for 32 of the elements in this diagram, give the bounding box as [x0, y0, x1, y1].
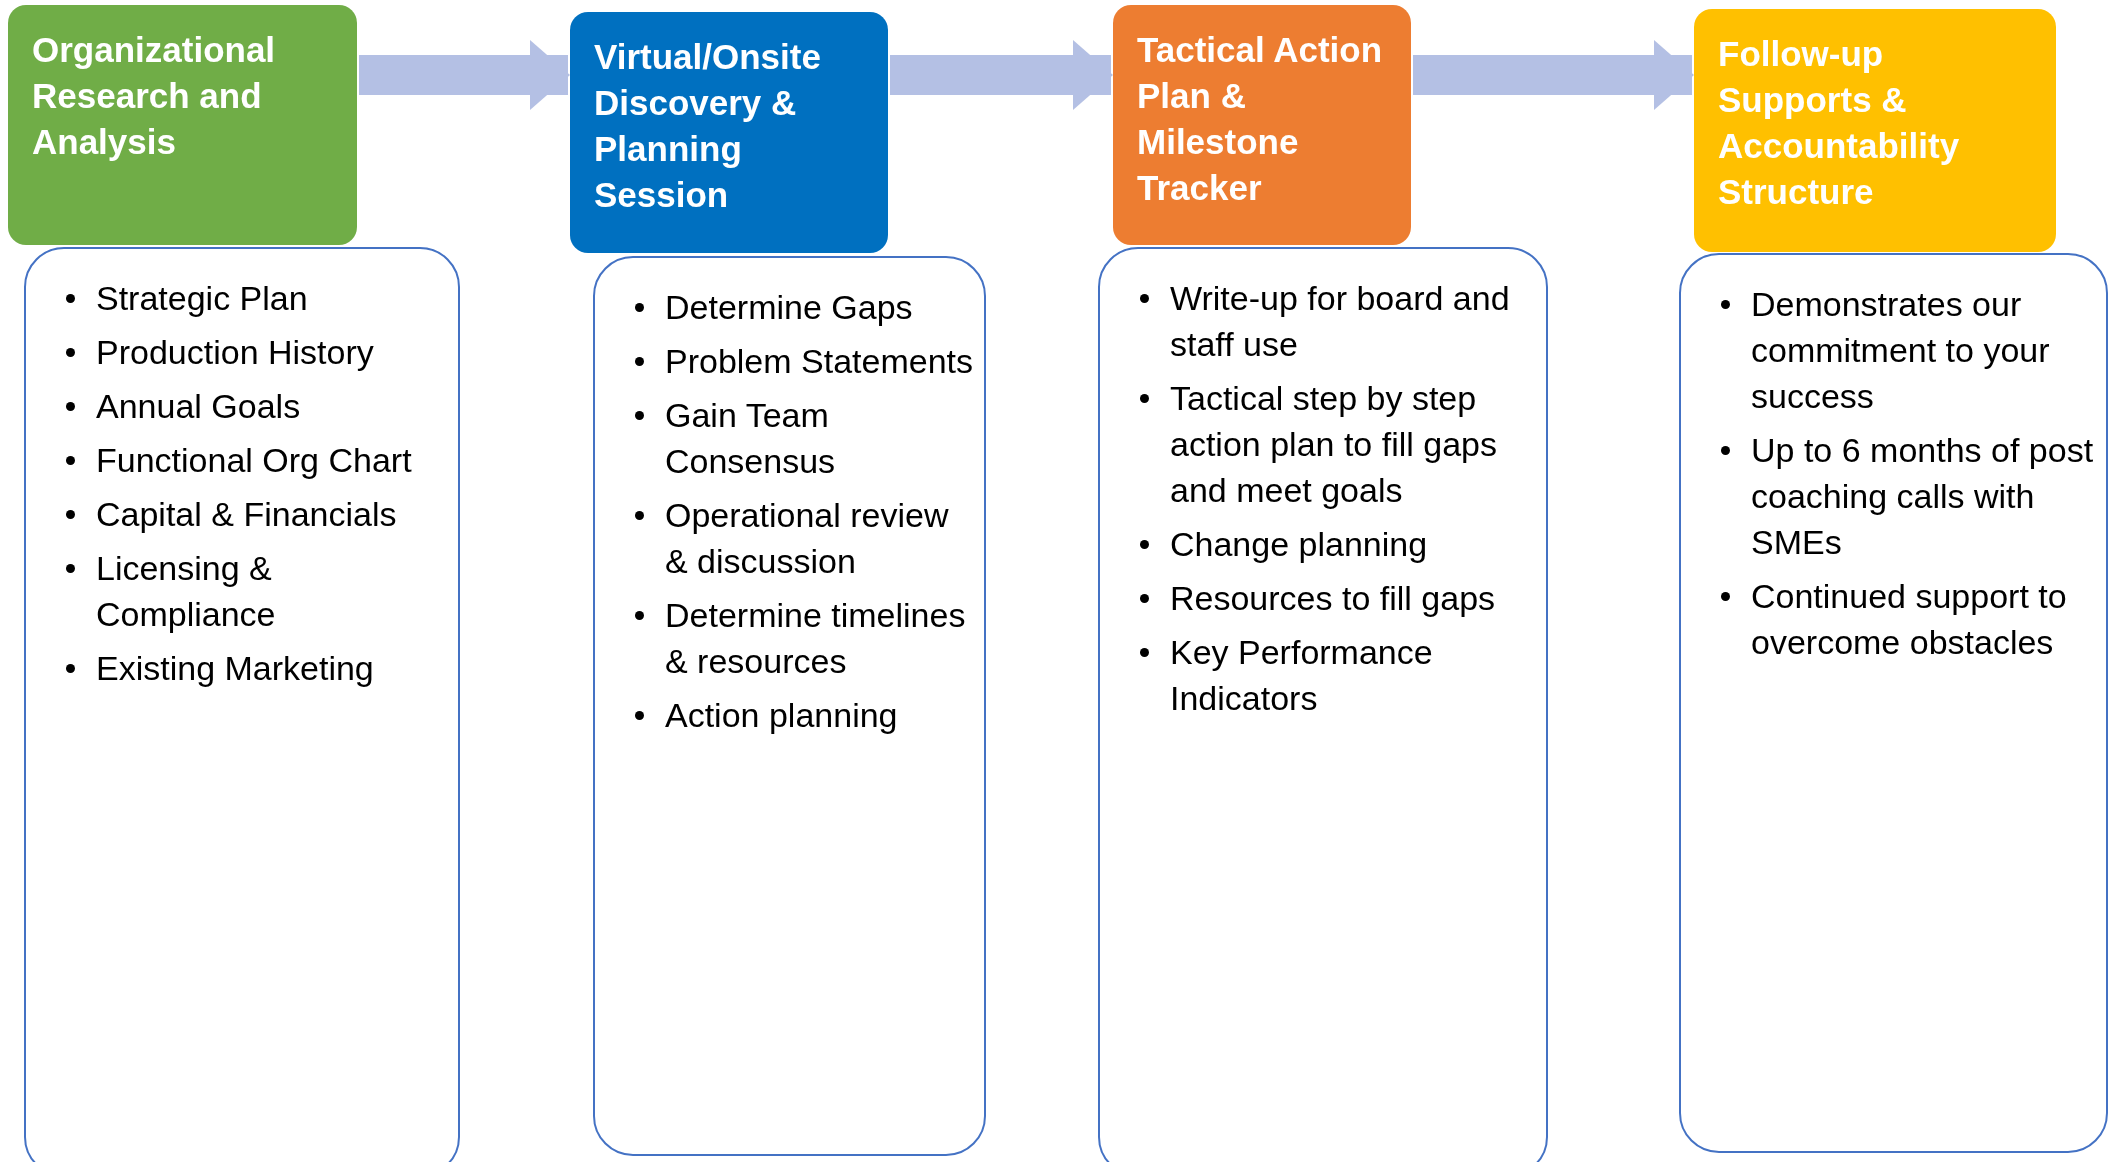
- bullet-item: Change planning: [1170, 525, 1428, 563]
- bullet-item: Production History: [96, 333, 374, 371]
- list-box: [24, 247, 460, 1162]
- list-box: [1679, 253, 2108, 1153]
- block-arrow: [890, 40, 1113, 110]
- bullet-item: Write-up for board and staff use: [1170, 279, 1510, 363]
- bullet-item: Gain Team Consensus: [665, 396, 836, 480]
- bullet-item: Determine timelines & resources: [665, 596, 966, 680]
- step-header: Follow-up Supports & Accountability Structure: [1694, 9, 2056, 252]
- list-box: [1098, 247, 1548, 1162]
- bullet-item: Existing Marketing: [96, 649, 374, 687]
- step-header: Tactical Action Plan & Milestone Tracker: [1113, 5, 1411, 245]
- bullet-item: Demonstrates our commitment to your success: [1751, 285, 2050, 415]
- bullet-item: Tactical step by step action plan to fill gaps and meet goals: [1170, 379, 1497, 509]
- bullet-item: Problem Statements: [665, 342, 974, 380]
- bullet-item: Capital & Financials: [96, 495, 397, 533]
- bullet-item: Annual Goals: [96, 387, 301, 425]
- bullet-item: Strategic Plan: [96, 279, 308, 317]
- block-arrow: [1413, 40, 1694, 110]
- bullet-item: Up to 6 months of post coaching calls with SMEs: [1751, 431, 2094, 561]
- bullet-item: Resources to fill gaps: [1170, 579, 1496, 617]
- bullet-item: Operational review & discussion: [665, 496, 949, 580]
- list-box: [593, 256, 986, 1156]
- bullet-item: Continued support to overcome obstacles: [1751, 577, 2067, 661]
- bullet-item: Licensing & Compliance: [96, 549, 276, 633]
- step-header: Organizational Research and Analysis: [8, 5, 357, 245]
- bullet-item: Action planning: [665, 696, 898, 734]
- bullet-item: Key Performance Indicators: [1170, 633, 1433, 717]
- bullet-item: Determine Gaps: [665, 288, 913, 326]
- block-arrow: [359, 40, 570, 110]
- bullet-item: Functional Org Chart: [96, 441, 412, 479]
- step-header: Virtual/Onsite Discovery & Planning Session: [570, 12, 888, 253]
